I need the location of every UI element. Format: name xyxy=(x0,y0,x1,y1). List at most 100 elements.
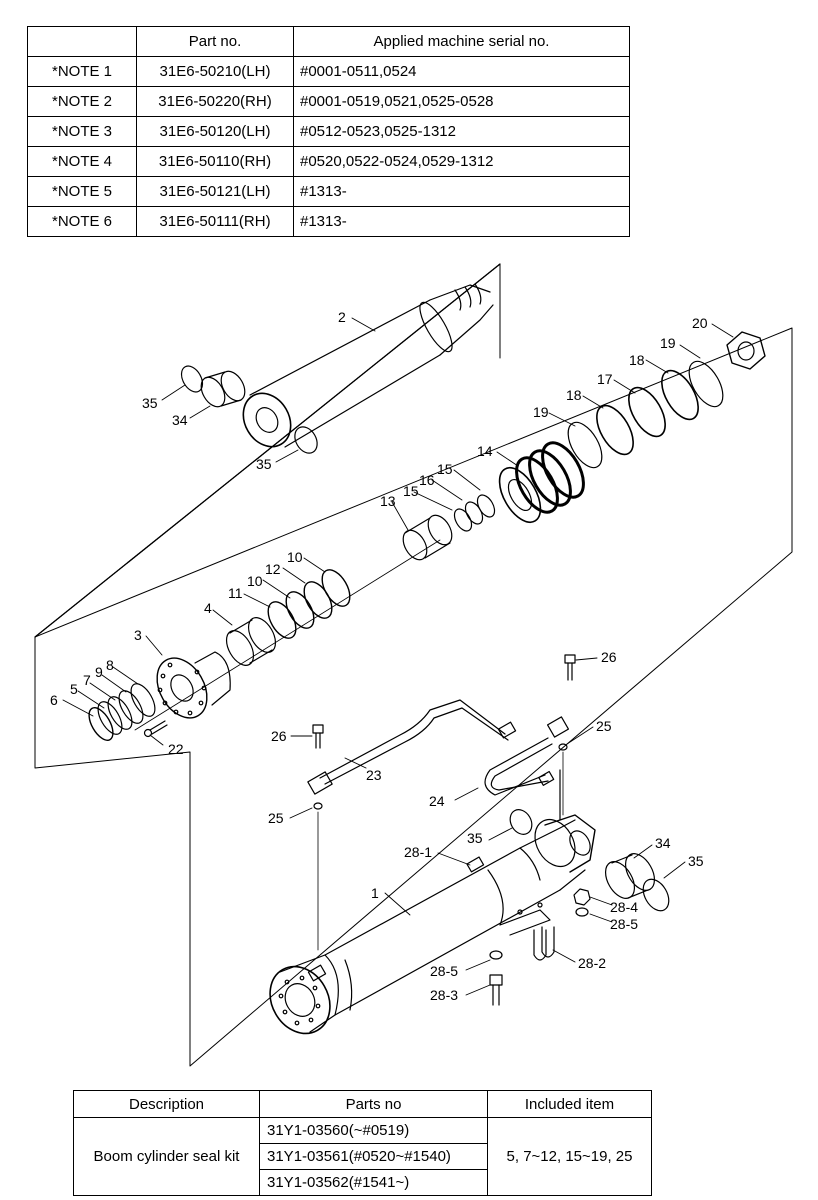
callout-34: 34 xyxy=(655,835,671,851)
callout-1: 1 xyxy=(371,885,379,901)
callout-35: 35 xyxy=(467,830,483,846)
bolt-part-22 xyxy=(143,720,168,738)
ring-part-9 xyxy=(118,690,144,724)
callout-24: 24 xyxy=(429,793,445,809)
note-serial: #0512-0523,0525-1312 xyxy=(293,116,630,147)
callout-3: 3 xyxy=(134,627,142,643)
callout-26: 26 xyxy=(271,728,287,744)
piston-part-14 xyxy=(498,441,585,523)
bushing-part-34 xyxy=(200,370,246,408)
callout-6: 6 xyxy=(50,692,58,708)
dust-seal-part-35 xyxy=(294,426,318,454)
callout-15: 15 xyxy=(437,461,453,477)
ring-part-7 xyxy=(107,696,133,730)
ring-part-12 xyxy=(303,581,333,619)
nut-part-28-4 xyxy=(573,888,591,906)
callout-16: 16 xyxy=(419,472,435,488)
table-row: *NOTE 2 31E6-50220(RH) #0001-0519,0521,0… xyxy=(27,86,630,117)
table-row: *NOTE 3 31E6-50120(LH) #0512-0523,0525-1… xyxy=(27,116,630,147)
note-label: *NOTE 1 xyxy=(27,56,137,87)
kit-part-no: 31Y1-03562(#1541~) xyxy=(259,1169,488,1196)
bushing-part-34 xyxy=(604,853,656,899)
ring-part-18 xyxy=(596,404,634,456)
callout-26: 26 xyxy=(601,649,617,665)
callout-14: 14 xyxy=(477,443,493,459)
callout-35: 35 xyxy=(142,395,158,411)
pipe-part-23 xyxy=(307,699,517,795)
callout-35: 35 xyxy=(256,456,272,472)
kit-part-no: 31Y1-03561(#0520~#1540) xyxy=(259,1143,488,1170)
callout-35: 35 xyxy=(688,853,704,869)
nut-part-20 xyxy=(726,331,766,370)
callout-22: 22 xyxy=(168,741,184,757)
rod-cover-part-3 xyxy=(156,651,231,719)
table-row: 31Y1-03561(#0520~#1540) xyxy=(74,1143,652,1170)
bushing-part-4 xyxy=(225,617,277,666)
callout-28-2: 28-2 xyxy=(578,955,606,971)
kit-header-included: Included item xyxy=(487,1090,652,1118)
leader-lines xyxy=(62,317,734,996)
callout-28-5: 28-5 xyxy=(610,916,638,932)
table-row: Boom cylinder seal kit 31Y1-03560(~#0519… xyxy=(73,1117,652,1196)
note-serial: #0001-0519,0521,0525-0528 xyxy=(293,86,630,117)
callout-28-1: 28-1 xyxy=(404,844,432,860)
o-ring-part-25 xyxy=(558,743,568,751)
callout-labels: 2 35 34 35 20 19 18 17 18 19 14 15 16 15… xyxy=(50,309,708,1003)
washer-part-28-5 xyxy=(489,950,503,960)
note-part-no: 31E6-50120(LH) xyxy=(136,116,294,147)
piston-rod-part-2 xyxy=(242,283,494,448)
dust-seal-part-35 xyxy=(180,365,204,393)
ring-part-5 xyxy=(97,701,123,735)
callout-12: 12 xyxy=(265,561,281,577)
callout-28-3: 28-3 xyxy=(430,987,458,1003)
ring-part-6 xyxy=(88,707,114,741)
seal-kit-table: Description Parts no Included item Boom … xyxy=(73,1090,652,1196)
table-row: *NOTE 1 31E6-50210(LH) #0001-0511,0524 xyxy=(27,56,630,87)
callout-9: 9 xyxy=(95,664,103,680)
bolt-part-28-3 xyxy=(489,974,503,1006)
callout-20: 20 xyxy=(692,315,708,331)
note-serial: #1313- xyxy=(293,176,630,207)
bushing-part-13 xyxy=(402,514,453,561)
kit-header-description: Description xyxy=(73,1090,260,1118)
notes-table: Part no. Applied machine serial no. *NOT… xyxy=(27,26,630,237)
callout-7: 7 xyxy=(83,672,91,688)
washer-part-28-5 xyxy=(575,907,589,917)
bolt-part-26 xyxy=(312,724,324,749)
note-serial: #1313- xyxy=(293,206,630,237)
table-row: *NOTE 5 31E6-50121(LH) #1313- xyxy=(27,176,630,207)
table-row: *NOTE 6 31E6-50111(RH) #1313- xyxy=(27,206,630,237)
callout-19: 19 xyxy=(660,335,676,351)
note-part-no: 31E6-50111(RH) xyxy=(136,206,294,237)
ring-part-19 xyxy=(567,421,603,469)
clamp-part-28-1 xyxy=(466,856,551,936)
callout-34: 34 xyxy=(172,412,188,428)
rod-panel-border xyxy=(34,327,793,1067)
callout-25: 25 xyxy=(596,718,612,734)
note-label: *NOTE 6 xyxy=(27,206,137,237)
note-label: *NOTE 3 xyxy=(27,116,137,147)
axis-line xyxy=(134,539,441,731)
callout-10: 10 xyxy=(287,549,303,565)
table-row: *NOTE 4 31E6-50110(RH) #0520,0522-0524,0… xyxy=(27,146,630,177)
dust-seal-part-35 xyxy=(509,809,533,835)
callout-18: 18 xyxy=(566,387,582,403)
ring-part-15 xyxy=(453,508,473,532)
u-bolt-part-28-2 xyxy=(533,926,555,961)
kit-included-items: 5, 7~12, 15~19, 25 xyxy=(487,1117,652,1196)
table-row: 31Y1-03562(#1541~) xyxy=(74,1169,652,1196)
ring-part-19 xyxy=(688,360,724,408)
callout-15: 15 xyxy=(403,483,419,499)
ring-part-11 xyxy=(267,601,297,639)
callout-11: 11 xyxy=(228,585,243,601)
ring-part-8 xyxy=(130,683,156,717)
callout-18: 18 xyxy=(629,352,645,368)
callout-19: 19 xyxy=(533,404,549,420)
dust-seal-part-35 xyxy=(642,878,670,912)
callout-17: 17 xyxy=(597,371,613,387)
kit-description: Boom cylinder seal kit xyxy=(73,1117,260,1196)
callout-5: 5 xyxy=(70,681,78,697)
note-part-no: 31E6-50110(RH) xyxy=(136,146,294,177)
ring-part-15 xyxy=(476,494,496,518)
